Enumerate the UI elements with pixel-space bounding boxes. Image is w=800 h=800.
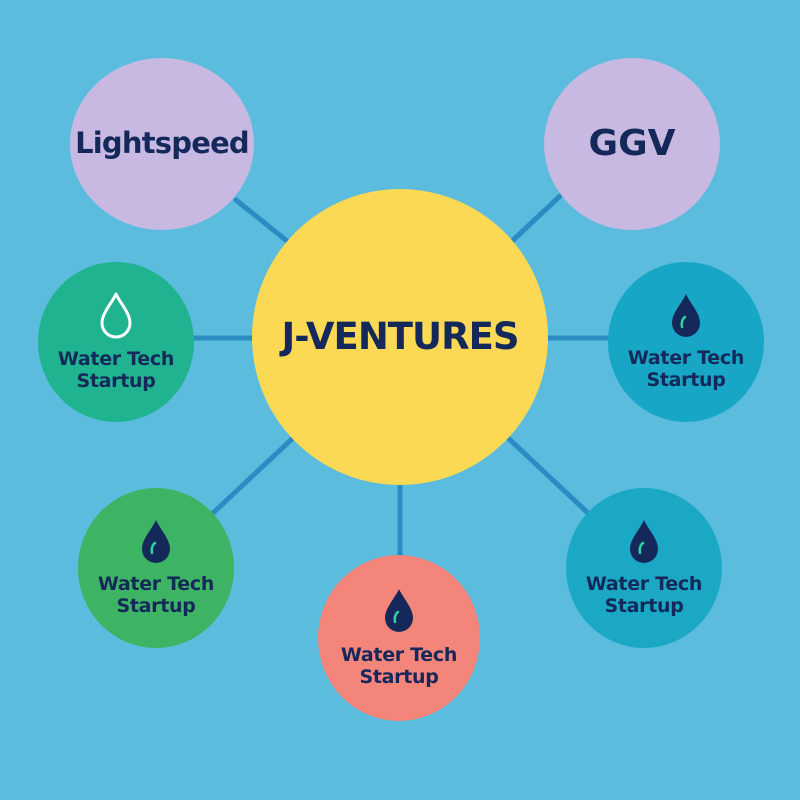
water-drop-icon	[630, 520, 658, 564]
startup-label-line1: Water Tech	[340, 644, 458, 667]
startup-node-left: Water Tech Startup	[38, 262, 194, 422]
startup-label-line2: Startup	[359, 666, 439, 688]
investor-ggv-node: GGV	[544, 58, 720, 230]
startup-label-line2: Startup	[604, 595, 684, 617]
investor-lightspeed-label: Lightspeed	[75, 126, 250, 161]
connector-lightspeed	[233, 197, 295, 248]
startup-label-line1: Water Tech	[627, 347, 745, 370]
connector-startup-bottom-left	[210, 435, 296, 516]
investor-lightspeed-node: Lightspeed	[70, 58, 254, 230]
startup-node-bottom: Water Tech Startup	[318, 555, 480, 721]
water-drop-icon	[385, 589, 413, 633]
water-drop-outline-icon	[100, 292, 132, 339]
hub-label: J-VENTURES	[281, 314, 519, 358]
startup-label-left: Water Tech Startup	[57, 348, 175, 393]
startup-label-line1: Water Tech	[97, 573, 215, 596]
connector-startup-bottom-right	[505, 435, 591, 516]
startup-label-bottom: Water Tech Startup	[340, 644, 458, 689]
startup-label-line1: Water Tech	[585, 573, 703, 596]
water-drop-icon	[142, 520, 170, 564]
connector-ggv	[507, 193, 563, 246]
startup-node-bottom-left: Water Tech Startup	[78, 488, 234, 648]
startup-node-bottom-right: Water Tech Startup	[566, 488, 722, 648]
startup-label-bottom-right: Water Tech Startup	[585, 573, 703, 618]
startup-label-line2: Startup	[646, 369, 726, 391]
startup-node-right: Water Tech Startup	[608, 262, 764, 422]
hub-j-ventures-node: J-VENTURES	[252, 189, 548, 485]
water-drop-icon	[672, 294, 700, 338]
investor-ggv-label: GGV	[588, 123, 676, 165]
startup-label-line1: Water Tech	[57, 348, 175, 371]
startup-label-line2: Startup	[76, 370, 156, 392]
startup-label-line2: Startup	[116, 595, 196, 617]
startup-label-bottom-left: Water Tech Startup	[97, 573, 215, 618]
startup-label-right: Water Tech Startup	[627, 347, 745, 392]
